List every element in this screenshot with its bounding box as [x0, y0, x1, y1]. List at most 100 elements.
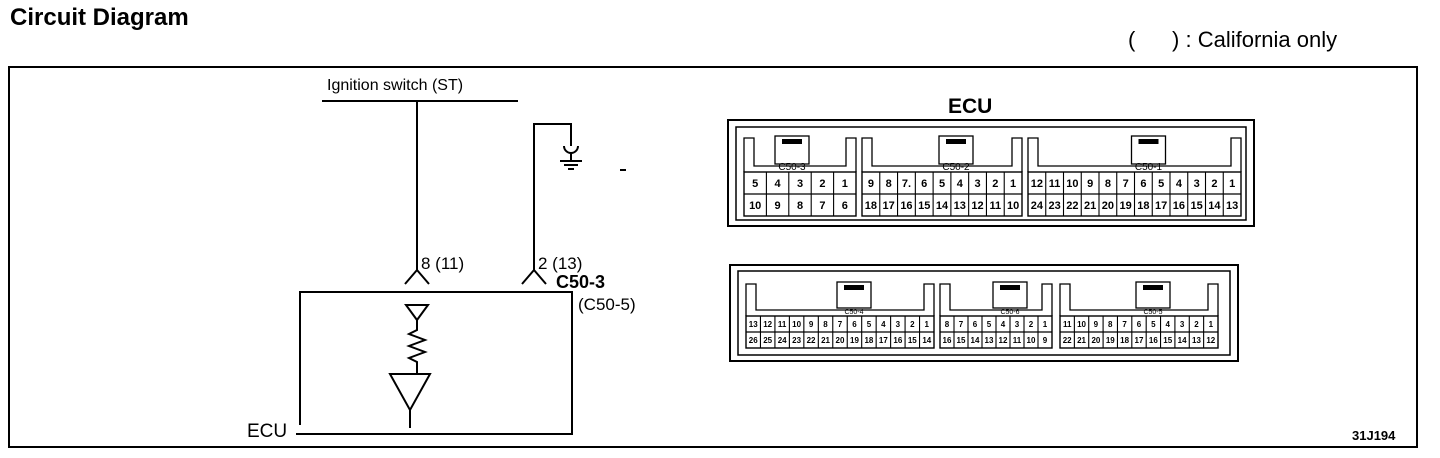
- pin-number: 12: [1031, 178, 1043, 190]
- pin-number: 9: [1043, 336, 1048, 345]
- pin-number: 15: [1191, 200, 1203, 212]
- pin-number: 8: [886, 178, 892, 190]
- pin-number: 16: [1173, 200, 1185, 212]
- pin-number: 23: [792, 336, 801, 345]
- pin-number: 3: [1194, 178, 1200, 190]
- pin-number: 15: [957, 336, 966, 345]
- pin-number: 3: [1180, 320, 1185, 329]
- pin-number: 8: [1108, 320, 1113, 329]
- pin-number: 20: [1091, 336, 1100, 345]
- pin-number: 10: [1027, 336, 1036, 345]
- pin-number: 18: [864, 336, 873, 345]
- top-connector-housing: [727, 119, 1255, 227]
- pin-number: 6: [973, 320, 978, 329]
- pin-number: 3: [797, 178, 803, 190]
- ground-connector-icon: [563, 145, 579, 154]
- pin-8-label: 8 (11): [421, 254, 464, 273]
- pin-number: 11: [990, 200, 1002, 212]
- connector-name: C50-4: [844, 309, 863, 316]
- legend-close-paren: ): [1172, 27, 1180, 52]
- pin-number: 3: [1015, 320, 1020, 329]
- pin-number: 14: [1208, 200, 1221, 212]
- ignition-switch-label: Ignition switch (ST): [327, 77, 463, 94]
- pin-number: 8: [1105, 178, 1111, 190]
- pin-number: 19: [850, 336, 859, 345]
- pin-number: 15: [918, 200, 930, 212]
- pin-number: 2: [992, 178, 998, 190]
- pin-number: 1: [1229, 178, 1235, 190]
- pin-number: 11: [1063, 320, 1072, 329]
- pin-number: 10: [749, 200, 761, 212]
- pin-number: 15: [1163, 336, 1172, 345]
- pin-number: 17: [1135, 336, 1144, 345]
- pin-number: 16: [900, 200, 912, 212]
- pin-number: 11: [778, 320, 787, 329]
- pin-number: 22: [1063, 336, 1072, 345]
- pin-number: 12: [1206, 336, 1215, 345]
- pin-number: 10: [792, 320, 801, 329]
- connector-name: C50-1: [1135, 162, 1163, 173]
- connector-name: C50-2: [942, 162, 970, 173]
- pin-number: 4: [1001, 320, 1006, 329]
- pin-number: 21: [821, 336, 830, 345]
- pin-number: 20: [1102, 200, 1114, 212]
- pin-8-connector-symbol: [404, 268, 430, 285]
- pin-number: 9: [1087, 178, 1093, 190]
- pin-number: 6: [921, 178, 927, 190]
- pin-number: 16: [893, 336, 902, 345]
- pin-number: 26: [749, 336, 758, 345]
- pin-number: 9: [775, 200, 781, 212]
- pin-number: 3: [896, 320, 901, 329]
- pin-number: 14: [971, 336, 980, 345]
- pin-number: 18: [1120, 336, 1129, 345]
- pin-number: 13: [985, 336, 994, 345]
- amplifier-icon: [388, 373, 432, 413]
- pin-number: 6: [1140, 178, 1146, 190]
- connector-name: C50-3: [778, 162, 806, 173]
- connector-name: C50-6: [1000, 309, 1019, 316]
- pin-number: 18: [865, 200, 877, 212]
- pin-number: 6: [1137, 320, 1142, 329]
- pin-number: 13: [749, 320, 758, 329]
- ecu-label: ECU: [247, 421, 287, 442]
- pin-number: 17: [883, 200, 895, 212]
- pin-number: 7: [838, 320, 843, 329]
- pin-number: 23: [1049, 200, 1061, 212]
- legend-text: : California only: [1185, 27, 1338, 52]
- pin-number: 7: [1122, 320, 1127, 329]
- pin-number: 4: [957, 178, 964, 190]
- pin-number: 8: [823, 320, 828, 329]
- pin-number: 5: [1158, 178, 1164, 190]
- pin-number: 14: [936, 200, 949, 212]
- pin-number: 8: [797, 200, 803, 212]
- pin-number: 22: [807, 336, 816, 345]
- connector-view-title: ECU: [948, 95, 992, 118]
- pin-number: 10: [1077, 320, 1086, 329]
- connector-label: C50-3: [556, 272, 605, 292]
- pin-number: 11: [1049, 178, 1061, 190]
- pin-number: 5: [867, 320, 872, 329]
- diode-icon: [404, 304, 430, 322]
- pin-number: 9: [868, 178, 874, 190]
- pin-number: 25: [763, 336, 772, 345]
- pin-number: 10: [1007, 200, 1019, 212]
- pin-number: 21: [1077, 336, 1086, 345]
- pin-number: 1: [842, 178, 848, 190]
- pin-number: 7: [959, 320, 964, 329]
- pin-number: 9: [1094, 320, 1099, 329]
- pin-number: 12: [971, 200, 983, 212]
- connector-alt-label: (C50-5): [578, 295, 636, 314]
- pin-number: 10: [1066, 178, 1078, 190]
- pin-number: 21: [1084, 200, 1096, 212]
- figure-code: 31J194: [1352, 428, 1396, 443]
- pin-number: 2: [1194, 320, 1199, 329]
- pin-number: 13: [1192, 336, 1201, 345]
- pin-number: 4: [881, 320, 886, 329]
- legend-open-paren: (: [1128, 27, 1136, 52]
- pin-number: 4: [775, 178, 782, 190]
